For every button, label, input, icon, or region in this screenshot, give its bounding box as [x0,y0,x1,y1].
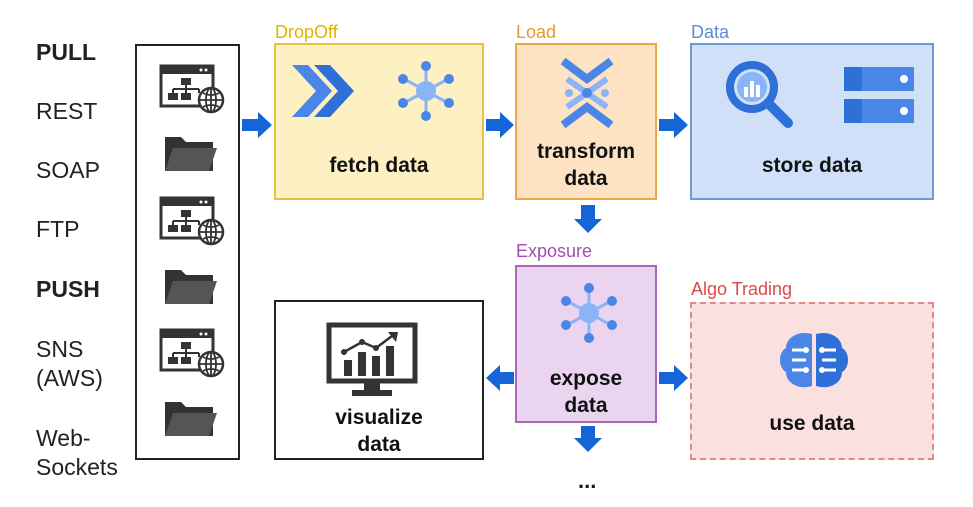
arrow-right-icon [659,112,688,138]
source-ws-line1: Web- [36,425,91,451]
source-soap: SOAP [36,157,100,183]
dropoff-label: fetch data [329,154,429,177]
arrow-right-icon [486,112,514,138]
load-label-line2: data [564,167,608,190]
load-label-line1: transform [536,140,636,163]
visualize-label-line1: visualize [335,406,423,429]
visualize-label-line2: data [357,433,401,456]
dataflow-transform-icon [560,57,614,129]
pull-heading: PULL [36,39,97,65]
bigquery-icon [726,61,793,128]
sitemap-web-icon [159,196,225,246]
source-websockets: Web- Sockets [36,424,118,482]
sitemap-web-icon [159,64,225,114]
algo-label: use data [769,412,855,435]
data-title: Data [691,22,730,42]
dataflow-chevrons-icon [292,65,354,117]
arrow-left-icon [486,365,514,391]
more-ellipsis: ... [578,468,597,493]
hub-nodes-icon [398,61,454,121]
ai-brain-icon [780,332,848,388]
algo-box: use data [690,302,934,460]
arrow-right-icon [242,112,272,138]
folder-icon [165,402,217,436]
load-box: transform data [515,43,657,200]
sources-box [135,44,240,460]
arrow-right-icon [659,365,688,391]
load-title: Load [516,22,557,42]
monitor-chart-icon [326,322,418,396]
arrow-down-icon [574,205,602,233]
algo-title: Algo Trading [691,279,793,299]
source-ws-line2: Sockets [36,454,118,480]
push-heading: PUSH [36,276,100,302]
folder-icon [165,137,217,171]
exposure-label-line2: data [564,394,608,417]
visualize-box: visualize data [274,300,484,460]
exposure-title: Exposure [516,241,593,261]
exposure-label-line1: expose [549,367,623,390]
source-ftp: FTP [36,216,80,242]
source-sns: SNS (AWS) [36,335,103,393]
hub-nodes-icon [561,283,617,343]
exposure-box: expose data [515,265,657,423]
source-sns-line1: SNS [36,336,84,362]
source-rest: REST [36,98,98,124]
data-box: store data [690,43,934,200]
data-label: store data [761,154,863,177]
arrow-down-icon [574,426,602,452]
dropoff-title: DropOff [275,22,338,42]
source-sns-line2: (AWS) [36,365,103,391]
folder-icon [165,270,217,304]
storage-server-icon [844,67,914,123]
dropoff-box: fetch data [274,43,484,200]
sitemap-web-icon [159,328,225,378]
